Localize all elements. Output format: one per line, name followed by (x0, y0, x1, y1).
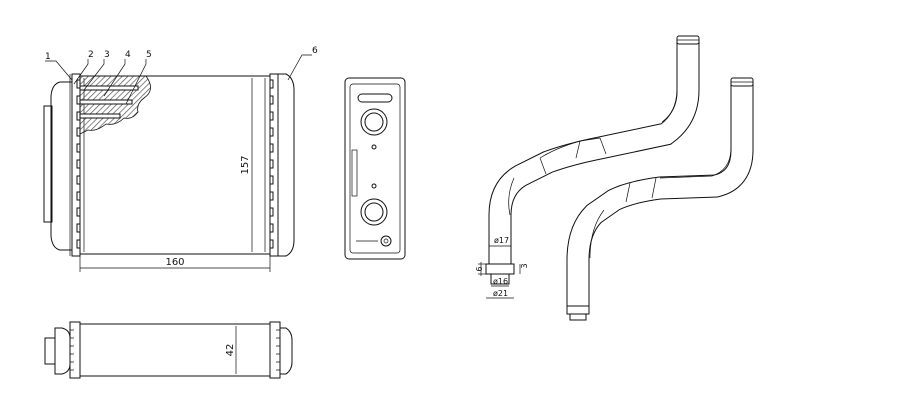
tube-inner-diameter: ø16 (493, 277, 508, 286)
core-body (79, 75, 271, 255)
callout-2: 2 (88, 50, 94, 60)
callout-6: 6 (312, 46, 318, 56)
tube-outer-diameter: ø17 (494, 236, 509, 245)
height-dimension: 157 (240, 155, 251, 174)
fin-cutaway (79, 75, 151, 135)
pipe-2 (566, 77, 754, 321)
callout-4: 4 (125, 50, 131, 60)
flange-thickness-dimension: 9 (474, 266, 483, 271)
left-header-plate (71, 73, 81, 257)
depth-dimension: 42 (225, 344, 236, 357)
callout-3: 3 (104, 50, 110, 60)
side-view (344, 77, 406, 260)
pipe-1: 9 3 ø17 ø16 ø21 (474, 35, 700, 299)
width-dimension: 160 (165, 257, 184, 268)
right-header-plate (269, 73, 279, 257)
callout-5: 5 (146, 50, 152, 60)
flange-diameter: ø21 (493, 289, 508, 298)
callout-1: 1 (45, 52, 51, 62)
spigot-length-dimension: 3 (520, 263, 529, 268)
front-view: 160 157 1 2 3 4 5 6 (43, 46, 318, 272)
bottom-view: 42 (44, 321, 293, 379)
